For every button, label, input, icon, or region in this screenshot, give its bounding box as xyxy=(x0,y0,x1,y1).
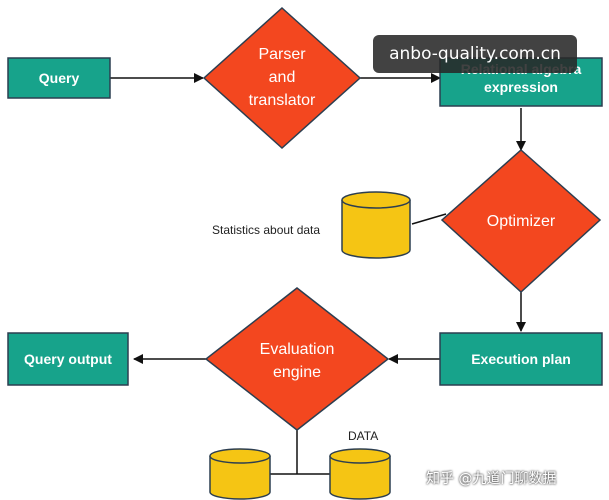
parser-label-line1: Parser xyxy=(258,46,306,63)
execution-plan-node: Execution plan xyxy=(439,332,603,386)
optimizer-label: Optimizer xyxy=(487,213,556,230)
data-database-icon-right xyxy=(329,448,391,500)
query-output-node: Query output xyxy=(7,332,129,386)
statistics-database-icon xyxy=(341,191,411,259)
data-annotation: DATA xyxy=(348,429,378,443)
corner-watermark: 知乎 @九道门聊数据 xyxy=(426,471,557,487)
parser-label-line2: and xyxy=(269,69,296,86)
relational-algebra-label-line2: expression xyxy=(484,79,558,95)
query-output-label: Query output xyxy=(24,351,112,367)
edge-data-to-evaluation xyxy=(270,430,330,475)
execution-plan-label: Execution plan xyxy=(471,351,571,367)
statistics-annotation: Statistics about data xyxy=(212,223,320,237)
optimizer-node: Optimizer xyxy=(440,148,602,294)
evaluation-label-line1: Evaluation xyxy=(260,341,335,358)
parser-translator-node: Parser and translator xyxy=(202,6,362,150)
query-node: Query xyxy=(7,57,111,99)
data-database-icon-left xyxy=(209,448,271,500)
evaluation-engine-node: Evaluation engine xyxy=(204,287,390,431)
site-watermark: anbo-quality.com.cn xyxy=(373,35,577,73)
edge-statistics-to-optimizer xyxy=(411,213,447,225)
parser-label-line3: translator xyxy=(249,92,316,109)
evaluation-label-line2: engine xyxy=(273,364,321,381)
query-label: Query xyxy=(39,70,80,86)
